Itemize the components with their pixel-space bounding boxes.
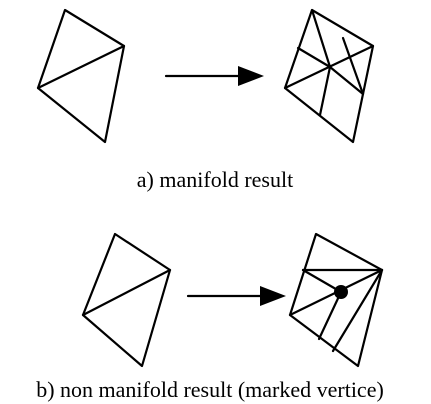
panel-b-arrow bbox=[186, 286, 286, 306]
panel-a-refined-edge-3 bbox=[318, 65, 332, 117]
panel-a-refined-edge-2 bbox=[296, 46, 332, 69]
panel-a-original-diagonal bbox=[36, 44, 126, 90]
panel-a bbox=[36, 8, 375, 144]
panel-a-refined-edge-5 bbox=[328, 65, 365, 96]
panel-b-refined-edge-2 bbox=[317, 290, 343, 341]
caption-b: b) non manifold result (marked vertice) bbox=[36, 377, 384, 402]
panel-b-refined-outline bbox=[288, 232, 384, 368]
panel-b-original-diagonal bbox=[81, 268, 172, 317]
marked-vertex-dot bbox=[334, 285, 348, 299]
panel-b-arrow-head bbox=[260, 286, 286, 306]
panel-a-original-mesh bbox=[36, 8, 126, 144]
panel-a-refined-edge-4 bbox=[341, 36, 365, 96]
panel-b-refined-edge-3 bbox=[331, 268, 384, 353]
panel-b-original-outline bbox=[81, 232, 172, 368]
panel-a-refined-mesh bbox=[283, 8, 375, 144]
panel-b-original-mesh bbox=[81, 232, 172, 368]
panel-a-refined-edge-1 bbox=[310, 8, 332, 69]
panel-b-refined-edge-1 bbox=[301, 268, 343, 294]
caption-a: a) manifold result bbox=[137, 167, 293, 192]
panel-a-arrow bbox=[164, 66, 264, 86]
panel-b-refined-mesh bbox=[288, 232, 384, 368]
panel-a-original-outline bbox=[36, 8, 126, 144]
panel-a-arrow-head bbox=[238, 66, 264, 86]
panel-a-refined-outline bbox=[283, 8, 375, 144]
panel-b bbox=[81, 232, 384, 368]
